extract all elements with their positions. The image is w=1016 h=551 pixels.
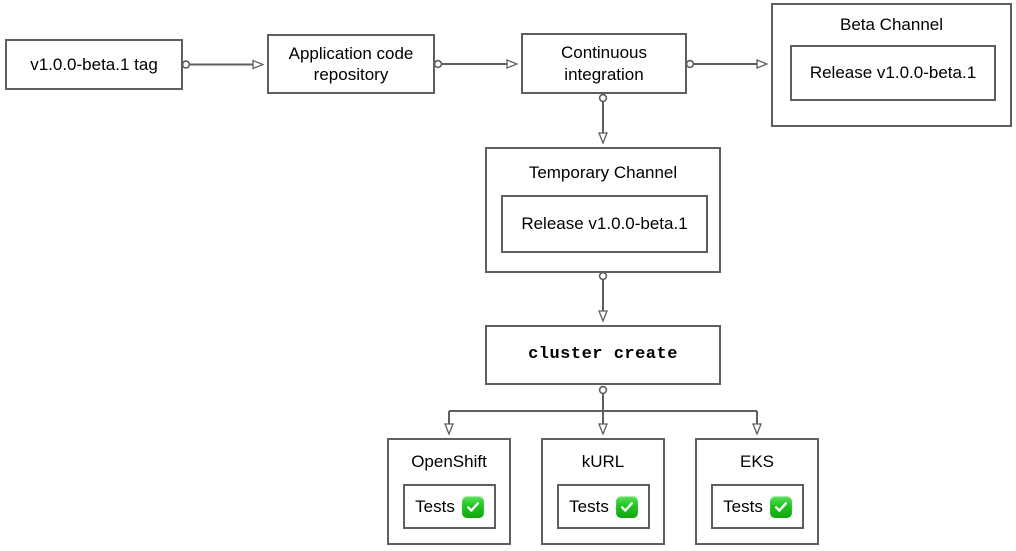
node-eks[interactable]: EKS Tests	[695, 438, 819, 545]
kurl-title: kURL	[581, 452, 625, 471]
eks-tests-label: Tests	[723, 496, 763, 516]
beta-channel-release-box[interactable]: Release v1.0.0-beta.1	[790, 45, 996, 101]
openshift-tests-box[interactable]: Tests	[403, 484, 496, 529]
green-check-icon	[461, 495, 484, 518]
kurl-tests-box[interactable]: Tests	[557, 484, 650, 529]
node-cluster-create-label: cluster create	[528, 345, 678, 365]
eks-title: EKS	[739, 452, 775, 471]
beta-channel-release-label: Release v1.0.0-beta.1	[809, 63, 977, 83]
node-continuous-integration-label: Continuous integration	[560, 43, 647, 84]
temporary-channel-title: Temporary Channel	[528, 163, 678, 182]
node-openshift[interactable]: OpenShift Tests	[387, 438, 511, 545]
node-tag[interactable]: v1.0.0-beta.1 tag	[5, 39, 183, 90]
node-continuous-integration[interactable]: Continuous integration	[521, 33, 687, 94]
node-application-code-repository-label: Application code repository	[288, 43, 414, 84]
green-check-icon	[769, 495, 792, 518]
openshift-tests-label: Tests	[415, 496, 455, 516]
temporary-channel-release-box[interactable]: Release v1.0.0-beta.1	[501, 195, 708, 253]
green-check-icon	[615, 495, 638, 518]
node-beta-channel[interactable]: Beta Channel Release v1.0.0-beta.1	[771, 3, 1012, 127]
node-kurl[interactable]: kURL Tests	[541, 438, 665, 545]
eks-tests-box[interactable]: Tests	[711, 484, 804, 529]
node-cluster-create[interactable]: cluster create	[485, 325, 721, 385]
temporary-channel-release-label: Release v1.0.0-beta.1	[521, 214, 688, 234]
kurl-tests-label: Tests	[569, 496, 609, 516]
node-application-code-repository[interactable]: Application code repository	[267, 34, 435, 94]
beta-channel-title: Beta Channel	[839, 15, 944, 34]
node-temporary-channel[interactable]: Temporary Channel Release v1.0.0-beta.1	[485, 147, 721, 273]
openshift-title: OpenShift	[411, 452, 487, 471]
node-tag-label: v1.0.0-beta.1 tag	[30, 54, 158, 74]
